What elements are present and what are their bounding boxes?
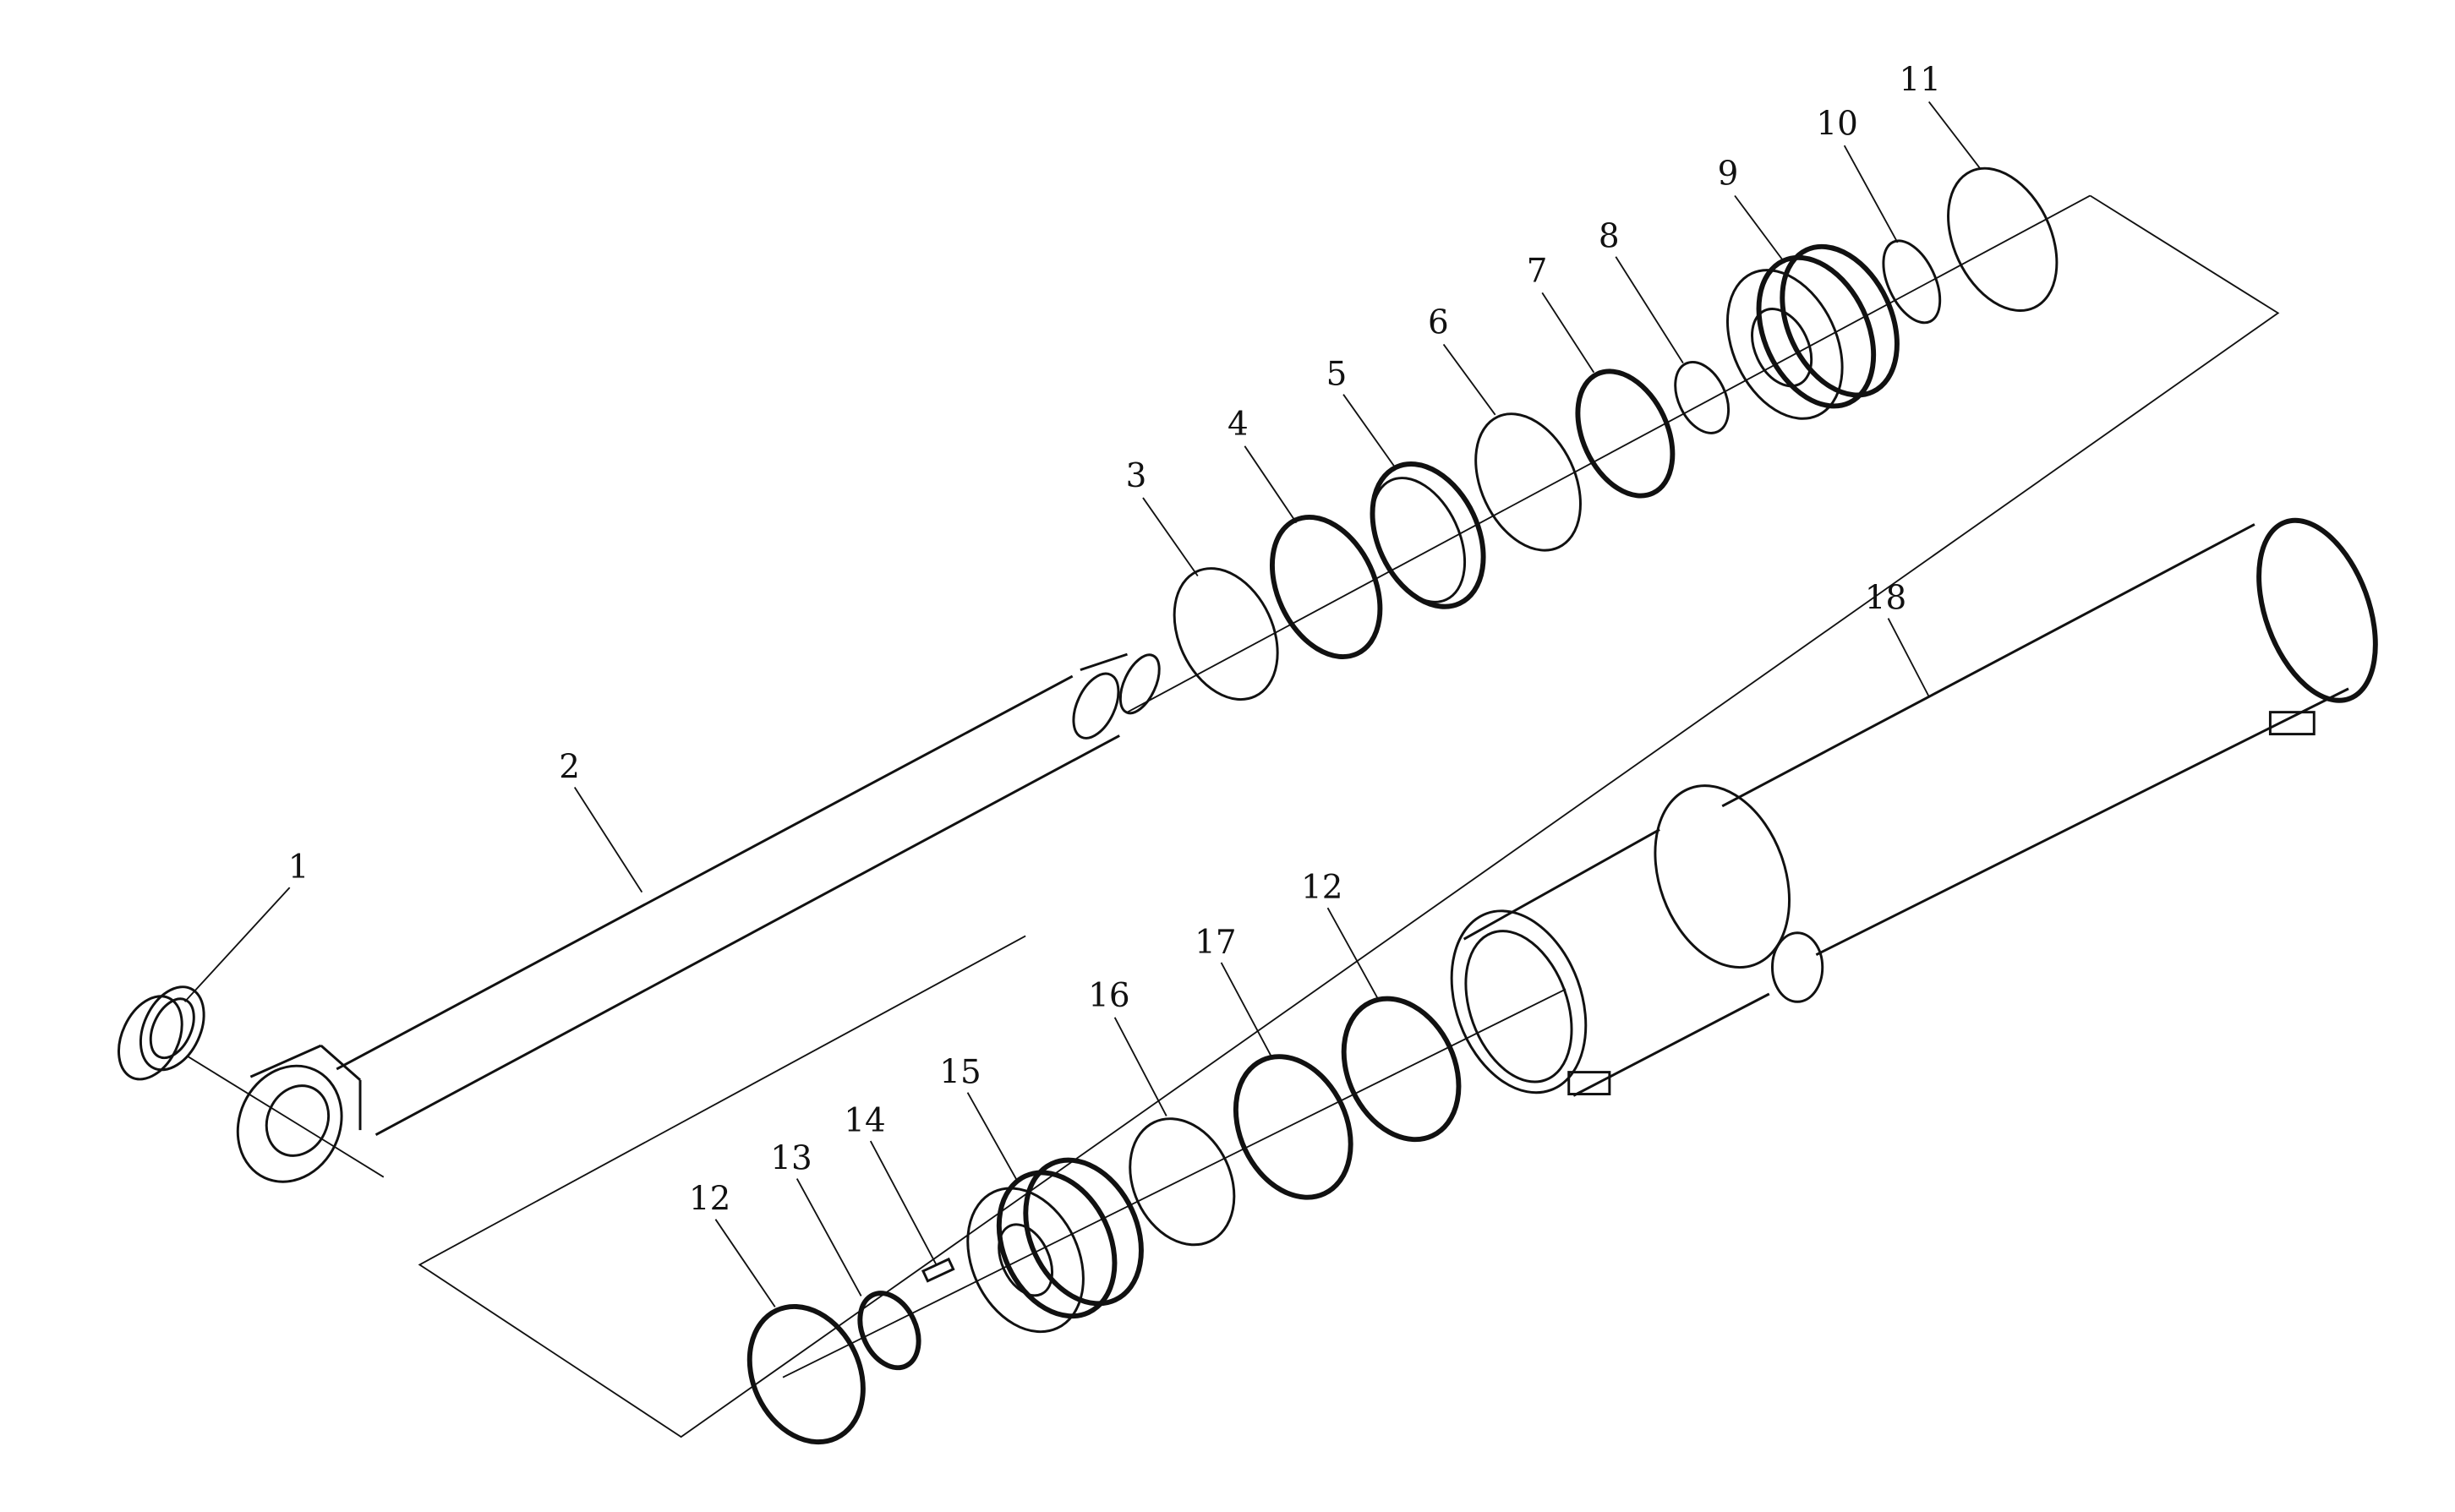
part-12-ring-upper	[1341, 996, 1462, 1143]
part-3-snap-ring	[1173, 567, 1279, 701]
callout-17: 17	[1195, 924, 1236, 962]
part-14-pin	[921, 1257, 955, 1283]
callout-16: 16	[1088, 977, 1129, 1015]
callout-7: 7	[1527, 252, 1548, 290]
lower-axis-line	[782, 988, 1566, 1378]
part-7-o-ring	[1575, 368, 1676, 499]
part-1-bushing	[118, 985, 205, 1081]
part-18-cylinder-barrel	[1450, 517, 2378, 1097]
part-15-piston	[966, 1157, 1144, 1334]
callout-11: 11	[1899, 61, 1940, 99]
callout-8: 8	[1599, 218, 1620, 256]
part-13-o-ring	[857, 1291, 921, 1371]
part-5-seal	[1370, 461, 1486, 609]
part-11-ring	[1947, 166, 2059, 312]
part-2-piston-rod	[236, 652, 1161, 1183]
eye-axis-line	[187, 1056, 385, 1178]
leader-lines	[183, 101, 1982, 1307]
assembly-bracket	[418, 194, 2280, 1438]
part-12-ring-lower	[746, 1303, 866, 1445]
callout-12-lower: 12	[689, 1181, 730, 1219]
callout-4: 4	[1228, 406, 1249, 444]
callout-12-upper: 12	[1301, 869, 1342, 907]
part-4-o-ring	[1269, 514, 1383, 659]
callout-9: 9	[1718, 156, 1739, 194]
callout-14: 14	[844, 1102, 885, 1140]
callout-15: 15	[939, 1054, 981, 1092]
callout-5: 5	[1326, 356, 1348, 394]
callout-18: 18	[1865, 579, 1906, 617]
part-6-ring	[1474, 412, 1582, 552]
callout-3: 3	[1126, 457, 1147, 495]
upper-axis-line	[1127, 194, 2091, 713]
callout-10: 10	[1816, 105, 1857, 143]
callout-13: 13	[770, 1139, 812, 1177]
part-17-ring	[1233, 1054, 1353, 1200]
part-10-ring	[1882, 239, 1942, 325]
callout-2: 2	[559, 748, 580, 786]
part-16-ring	[1129, 1117, 1236, 1247]
part-8-ring	[1674, 360, 1731, 434]
part-9-gland	[1725, 243, 1900, 420]
callout-6: 6	[1428, 303, 1449, 341]
callout-1: 1	[288, 849, 309, 887]
